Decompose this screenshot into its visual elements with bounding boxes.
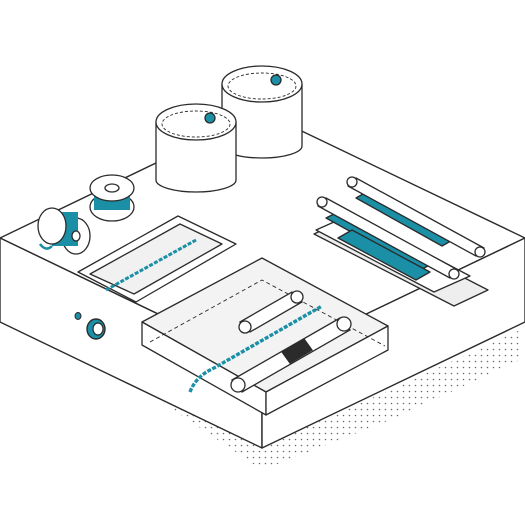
- rod-icon: [230, 290, 352, 393]
- rope-icon: [188, 304, 323, 393]
- shadow: [8, 290, 520, 470]
- drum-icon: [155, 65, 303, 193]
- tray-icon: [141, 257, 389, 416]
- spool-icon: [37, 174, 135, 255]
- rod-rack: [313, 176, 489, 307]
- small-tray: [77, 215, 237, 303]
- knob-icon: [74, 312, 106, 340]
